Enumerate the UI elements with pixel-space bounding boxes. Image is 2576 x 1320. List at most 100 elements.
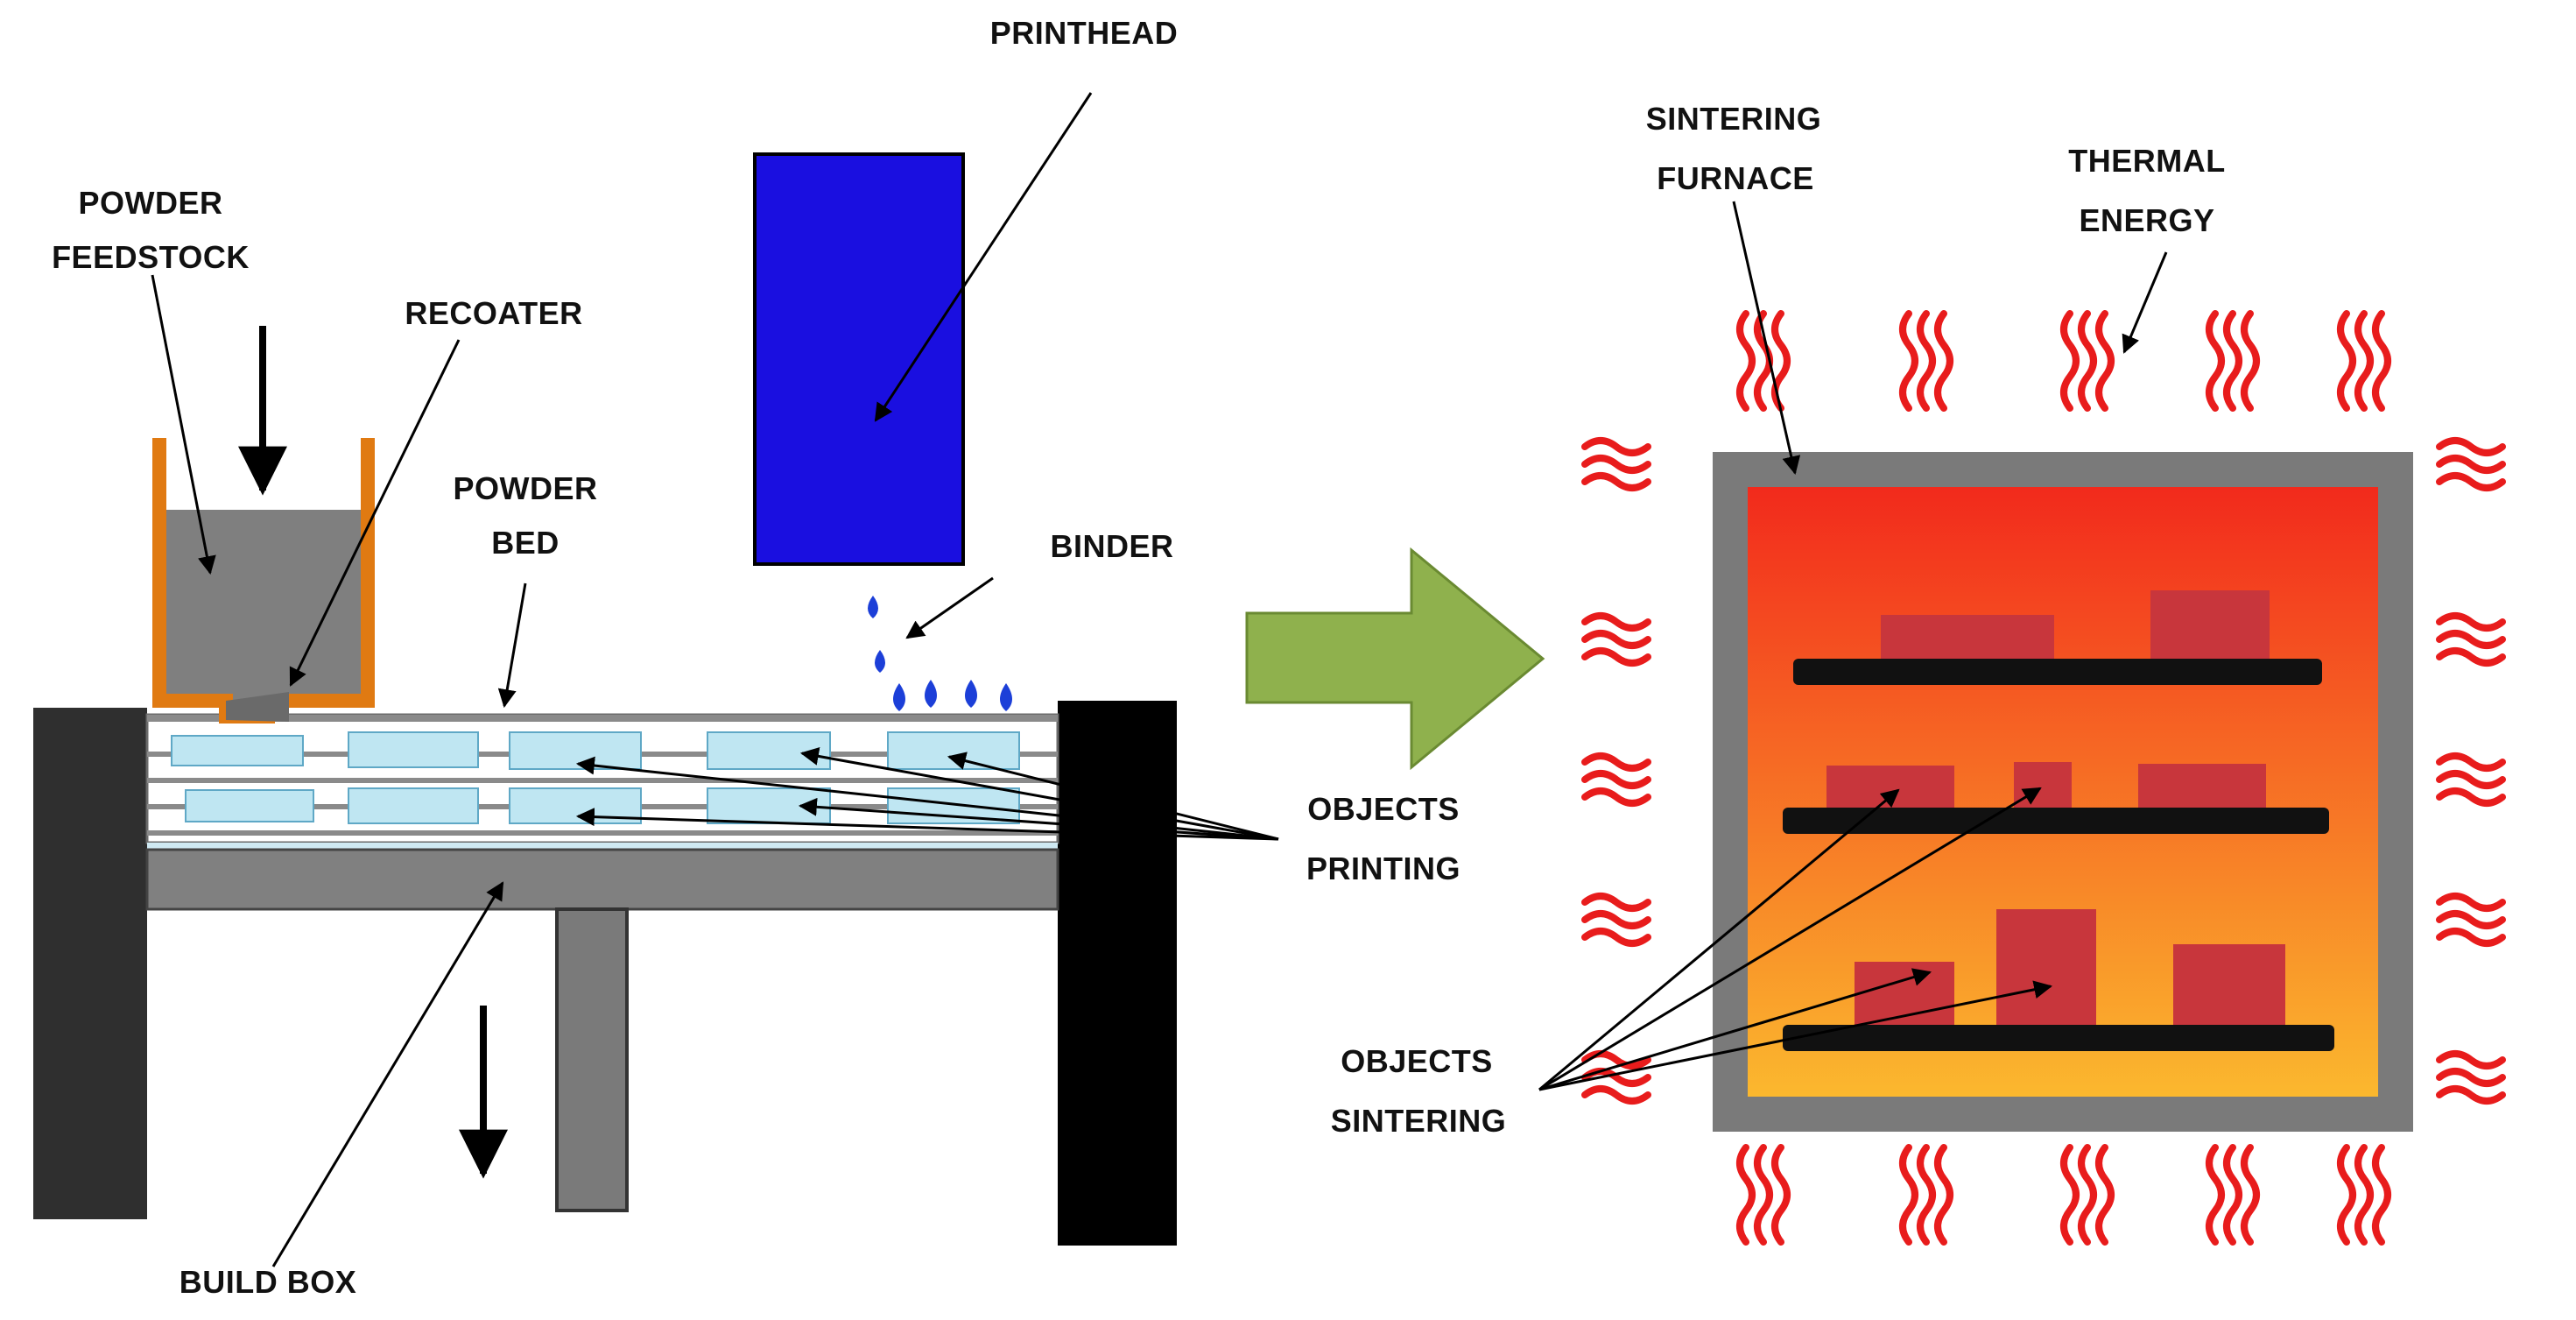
binder-drop bbox=[965, 680, 977, 708]
heat-wave-line bbox=[1736, 1144, 1756, 1246]
label-objects-printing-line2: PRINTING bbox=[1306, 851, 1460, 886]
heat-wave-line bbox=[2095, 310, 2115, 412]
binder-drop bbox=[925, 680, 937, 708]
heat-wave-line bbox=[2436, 455, 2506, 474]
label-recoater: RECOATER bbox=[405, 295, 582, 331]
label-powder-bed-line1: POWDER bbox=[454, 470, 598, 506]
heat-wave-line bbox=[1581, 437, 1651, 456]
printhead-block bbox=[753, 152, 965, 566]
heat-wave-line bbox=[2078, 1144, 2097, 1246]
leader-line bbox=[905, 576, 994, 639]
binder-drop bbox=[875, 650, 885, 673]
sintered-object bbox=[1996, 909, 2096, 1025]
printed-object bbox=[171, 735, 304, 766]
heat-wave-line bbox=[1581, 770, 1651, 789]
sintered-object bbox=[2138, 764, 2266, 808]
printed-object bbox=[887, 787, 1020, 824]
heat-wave-line bbox=[1581, 752, 1651, 772]
process-arrow bbox=[1245, 547, 1545, 771]
label-sintering-furnace-line2: FURNACE bbox=[1657, 160, 1814, 196]
printed-object bbox=[887, 731, 1020, 770]
leader-line bbox=[799, 747, 1279, 841]
sintered-object bbox=[2014, 762, 2072, 808]
heat-wave-line bbox=[2436, 752, 2506, 772]
heat-wave-line bbox=[2436, 787, 2506, 807]
label-binder: BINDER bbox=[1050, 528, 1173, 564]
heat-wave-line bbox=[2436, 612, 2506, 632]
leader-line bbox=[1538, 787, 2042, 1091]
heat-wave-line bbox=[1917, 310, 1936, 412]
binder-drop bbox=[1000, 683, 1012, 711]
label-printhead: PRINTHEAD bbox=[990, 15, 1179, 51]
build-piston bbox=[555, 907, 629, 1212]
heat-wave-line bbox=[2436, 1068, 2506, 1087]
label-objects-sintering-line1: OBJECTS bbox=[1341, 1043, 1493, 1079]
printed-objects bbox=[171, 731, 1020, 824]
heat-wave-line bbox=[2354, 310, 2374, 412]
leader-line bbox=[575, 756, 1279, 841]
leader-lines-right bbox=[1538, 201, 2168, 1091]
heat-wave-line bbox=[2337, 310, 2356, 412]
heat-waves bbox=[1581, 310, 2506, 1246]
heat-wave-line bbox=[2206, 310, 2225, 412]
heat-wave-line bbox=[2241, 1144, 2260, 1246]
furnace-shelf bbox=[1793, 659, 2322, 685]
heat-wave-line bbox=[2354, 1144, 2374, 1246]
heat-wave-line bbox=[1581, 910, 1651, 929]
heat-wave-line bbox=[1581, 1050, 1651, 1069]
heat-wave-line bbox=[1917, 1144, 1936, 1246]
heat-wave-line bbox=[2436, 1085, 2506, 1105]
binder-drop bbox=[893, 683, 905, 711]
leader-line bbox=[947, 752, 1279, 841]
sintered-object bbox=[1855, 962, 1954, 1025]
heat-wave-line bbox=[2223, 310, 2242, 412]
recoater-blade bbox=[226, 692, 289, 722]
heat-wave-line bbox=[2060, 310, 2080, 412]
heat-wave-line bbox=[1581, 787, 1651, 807]
sintered-object bbox=[2150, 590, 2270, 659]
heat-wave-line bbox=[2241, 310, 2260, 412]
build-plate bbox=[145, 848, 1059, 911]
label-powder-feedstock-line2: FEEDSTOCK bbox=[52, 239, 250, 275]
heat-wave-line bbox=[1581, 630, 1651, 649]
heat-wave-line bbox=[1899, 310, 1918, 412]
leader-line bbox=[874, 92, 1093, 422]
heat-wave-line bbox=[2436, 1050, 2506, 1069]
binder-jetting-machine: PRINTHEAD POWDER FEEDSTOCK RECOATER POWD… bbox=[33, 15, 1460, 1300]
heat-wave-line bbox=[2436, 893, 2506, 912]
heat-wave-line bbox=[2372, 310, 2391, 412]
right-frame-pillar bbox=[1058, 701, 1177, 1246]
heat-wave-line bbox=[2095, 1144, 2115, 1246]
heat-wave-line bbox=[1581, 928, 1651, 947]
sintered-object bbox=[2173, 944, 2285, 1025]
printed-object bbox=[707, 731, 831, 770]
heat-wave-line bbox=[1754, 1144, 1773, 1246]
printed-object bbox=[348, 787, 479, 824]
binder-drop bbox=[868, 596, 878, 618]
heat-wave-line bbox=[1581, 472, 1651, 491]
heat-wave-line bbox=[2436, 647, 2506, 667]
leader-line bbox=[497, 582, 527, 709]
label-objects-sintering-line2: SINTERING bbox=[1331, 1103, 1507, 1139]
binder-drops bbox=[868, 596, 1012, 711]
heat-wave-line bbox=[2436, 437, 2506, 456]
heat-wave-line bbox=[1581, 455, 1651, 474]
heat-wave-line bbox=[1899, 1144, 1918, 1246]
heat-wave-line bbox=[2223, 1144, 2242, 1246]
heat-wave-line bbox=[2078, 310, 2097, 412]
leader-line bbox=[151, 274, 216, 575]
heat-wave-line bbox=[2436, 630, 2506, 649]
leader-line bbox=[2122, 251, 2168, 354]
label-powder-bed-line2: BED bbox=[491, 525, 560, 561]
leader-line bbox=[289, 339, 461, 687]
leader-line bbox=[1538, 968, 1932, 1091]
sintered-object bbox=[1881, 615, 2054, 659]
heat-wave-line bbox=[2060, 1144, 2080, 1246]
left-frame-post bbox=[33, 708, 147, 1219]
heat-wave-line bbox=[2436, 910, 2506, 929]
heat-wave-line bbox=[2206, 1144, 2225, 1246]
label-powder-feedstock-line1: POWDER bbox=[79, 185, 223, 221]
sintering-furnace: SINTERING FURNACE THERMAL ENERGY OBJECTS… bbox=[1331, 101, 2506, 1246]
